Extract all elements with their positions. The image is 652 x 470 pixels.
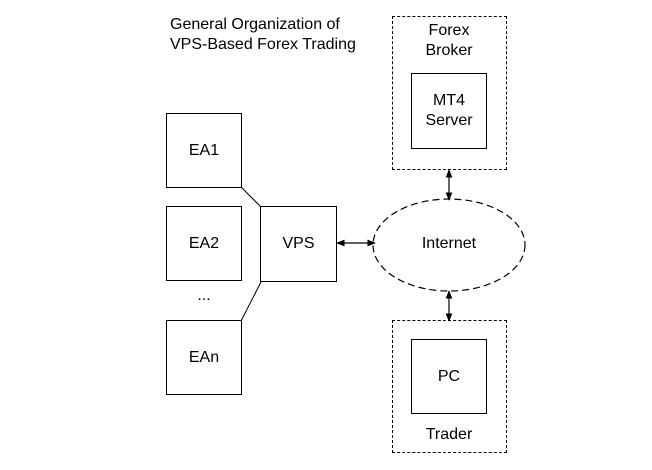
ea1-label: EA1 [188, 142, 220, 159]
internet-label: Internet [421, 235, 477, 252]
vps-label: VPS [282, 235, 315, 252]
ean-vps-link [240, 281, 262, 322]
internet-ellipse [372, 198, 526, 292]
mt4-server-label: MT4 Server [425, 92, 473, 129]
forex-broker-container: Forex Broker MT4 Server [392, 16, 507, 170]
trader-label: Trader [425, 426, 473, 443]
pc-node: PC [411, 339, 487, 414]
forex-broker-label: Forex Broker [425, 22, 473, 59]
pc-label: PC [437, 368, 461, 385]
diagram-title: General Organization of VPS-Based Forex … [170, 16, 356, 53]
ea1-vps-link [240, 186, 262, 208]
ea1-node: EA1 [166, 113, 242, 188]
ean-node: EAn [166, 320, 242, 395]
ellipsis-label: ... [197, 287, 211, 304]
trader-container: PC Trader [392, 320, 507, 453]
ea2-node: EA2 [166, 206, 242, 281]
vps-node: VPS [260, 206, 337, 282]
ean-label: EAn [188, 349, 220, 366]
ea2-label: EA2 [188, 235, 220, 252]
mt4-server-node: MT4 Server [411, 73, 487, 149]
